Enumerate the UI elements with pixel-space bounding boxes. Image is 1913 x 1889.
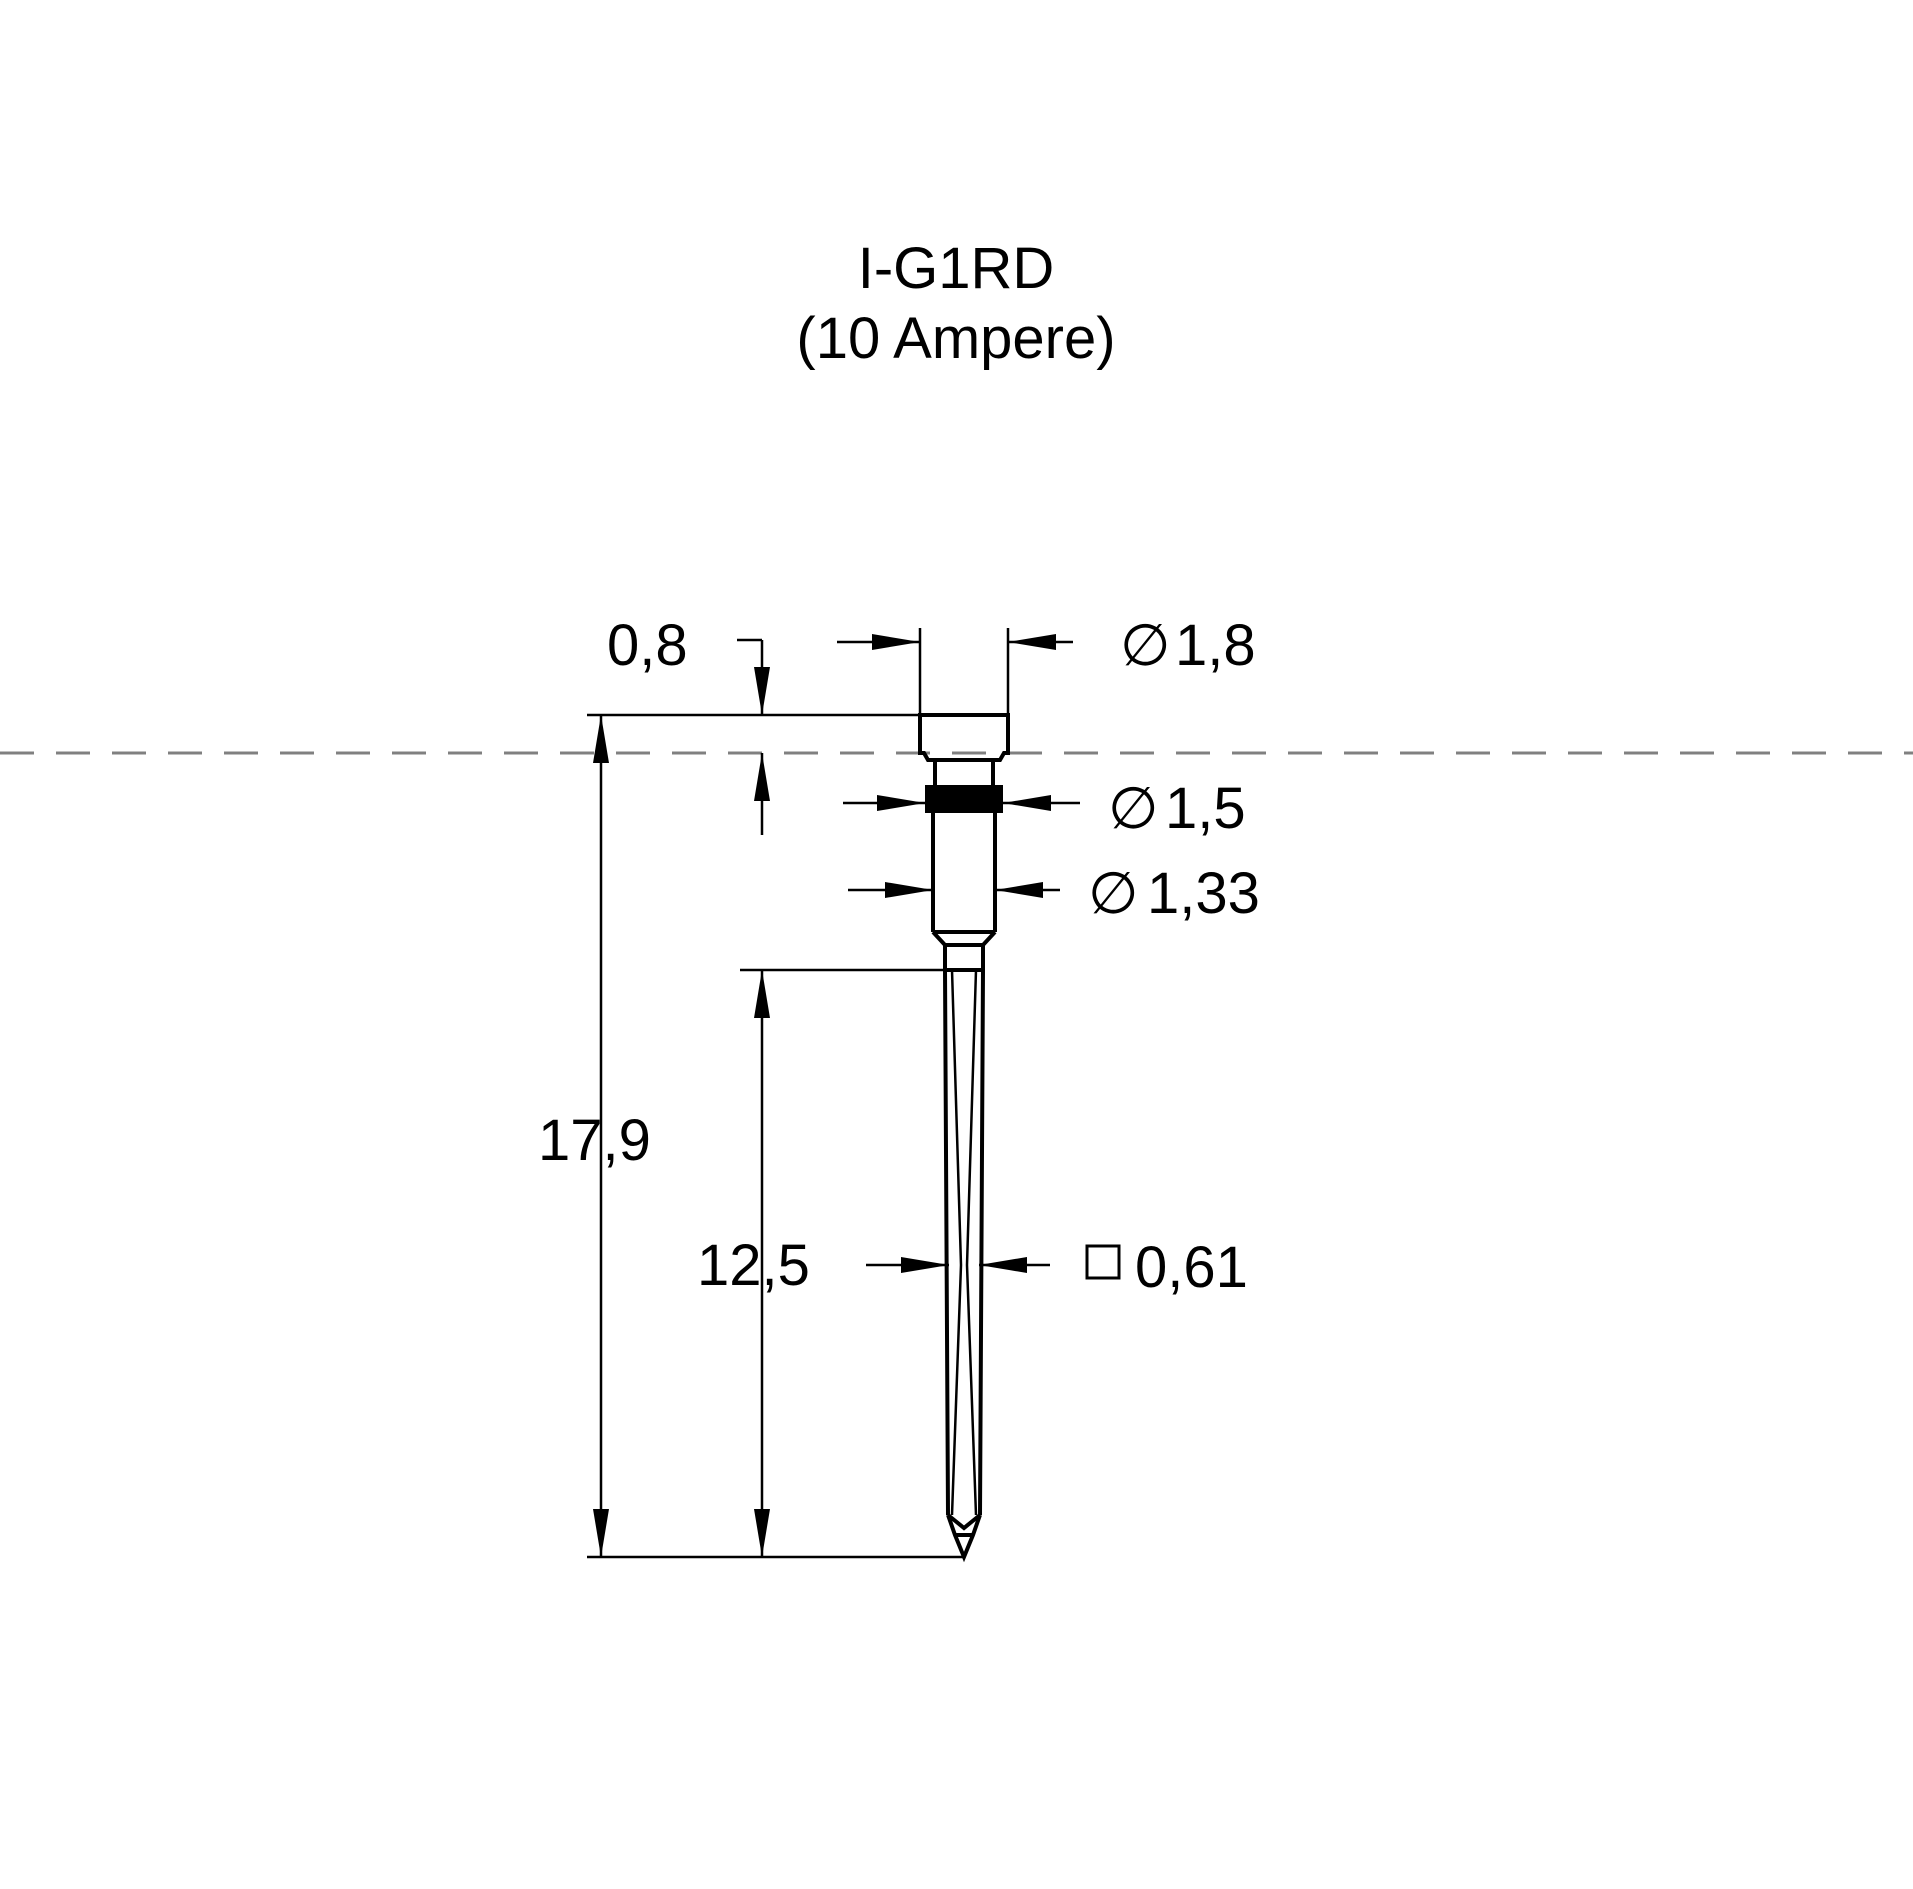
pin-head [918, 713, 1010, 762]
pin-tail [943, 969, 985, 1516]
diameter-symbol: ∅ [1120, 613, 1171, 678]
collar-diameter-value: 1,5 [1165, 776, 1246, 841]
dim-head-diameter: ∅ 1,8 [837, 613, 1256, 715]
pin-tip [946, 1513, 982, 1563]
tail-length-value: 12,5 [697, 1233, 810, 1298]
pin-taper [931, 930, 997, 972]
dim-collar-diameter: ∅ 1,5 [843, 776, 1246, 841]
pin-outline [918, 713, 1010, 1563]
head-diameter-value: 1,8 [1175, 613, 1256, 678]
tail-square-value: 0,61 [1135, 1235, 1248, 1300]
dim-body-diameter: ∅ 1,33 [848, 861, 1260, 926]
part-number-title: I-G1RD [858, 236, 1055, 301]
dim-tail-square: 0,61 [866, 1235, 1248, 1300]
pin-neck [933, 760, 995, 785]
head-height-value: 0,8 [607, 613, 688, 678]
dim-head-height: 0,8 [587, 613, 920, 835]
pin-collar [925, 785, 1003, 813]
dim-tail-length: 12,5 [697, 968, 945, 1557]
body-diameter-value: 1,33 [1147, 861, 1260, 926]
pin-body [931, 813, 997, 934]
rating-subtitle: (10 Ampere) [796, 306, 1115, 371]
total-length-value: 17,9 [538, 1108, 651, 1173]
dim-total-length: 17,9 [538, 715, 964, 1559]
diameter-symbol: ∅ [1088, 861, 1139, 926]
pin-tail-inner [950, 969, 978, 1516]
diameter-symbol: ∅ [1108, 776, 1159, 841]
square-symbol [1085, 1244, 1121, 1280]
